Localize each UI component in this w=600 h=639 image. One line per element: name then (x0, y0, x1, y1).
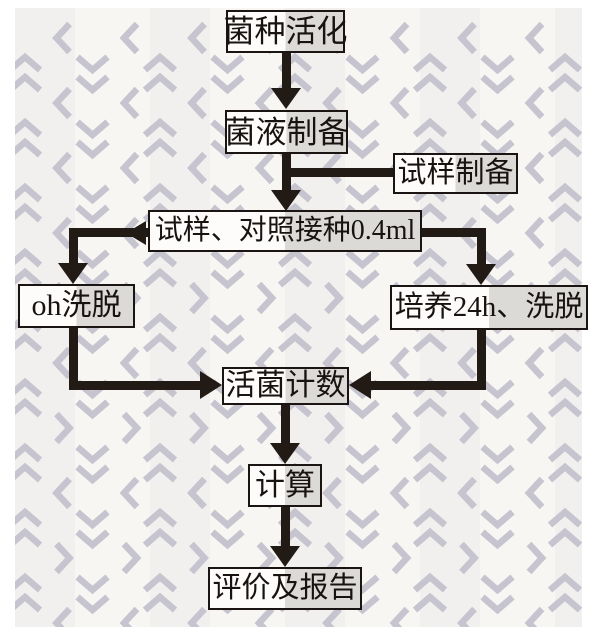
node-label: 计算 (255, 468, 315, 502)
node-label: 试样制备 (397, 157, 514, 189)
node-label: 活菌计数 (225, 369, 346, 402)
flow-node-oh-elution: oh洗脱 (18, 284, 135, 328)
arrowhead-down-icon (466, 264, 496, 285)
arrowhead-down-icon (270, 546, 300, 567)
chevron-pattern-svg (15, 21, 582, 627)
node-label: 试样、对照接种0.4ml (154, 215, 416, 246)
flow-node-viable-count: 活菌计数 (222, 367, 349, 405)
flow-node-strain-activation: 菌种活化 (223, 10, 348, 53)
node-label: 菌液制备 (224, 114, 349, 150)
arrowhead-down-icon (270, 443, 300, 464)
arrowhead-down-icon (271, 88, 301, 109)
node-label: 菌种活化 (223, 14, 348, 49)
arrowhead-down-icon (271, 190, 301, 211)
flow-node-culture-24h-elution: 培养24h、洗脱 (390, 285, 588, 330)
flow-node-evaluation-report: 评价及报告 (208, 567, 362, 610)
flow-node-calculation: 计算 (248, 464, 322, 507)
flow-node-sample-prep: 试样制备 (393, 153, 518, 194)
node-label: 评价及报告 (212, 572, 358, 604)
arrowhead-left-icon (126, 221, 146, 245)
flow-node-bacterial-liquid-prep: 菌液制备 (224, 110, 349, 154)
arrowhead-left-icon (349, 371, 371, 399)
flow-node-inoculation: 试样、对照接种0.4ml (148, 210, 422, 252)
node-label: 培养24h、洗脱 (394, 291, 584, 323)
node-label: oh洗脱 (31, 289, 122, 322)
arrowhead-right-icon (200, 371, 222, 399)
arrowhead-down-icon (58, 263, 88, 284)
